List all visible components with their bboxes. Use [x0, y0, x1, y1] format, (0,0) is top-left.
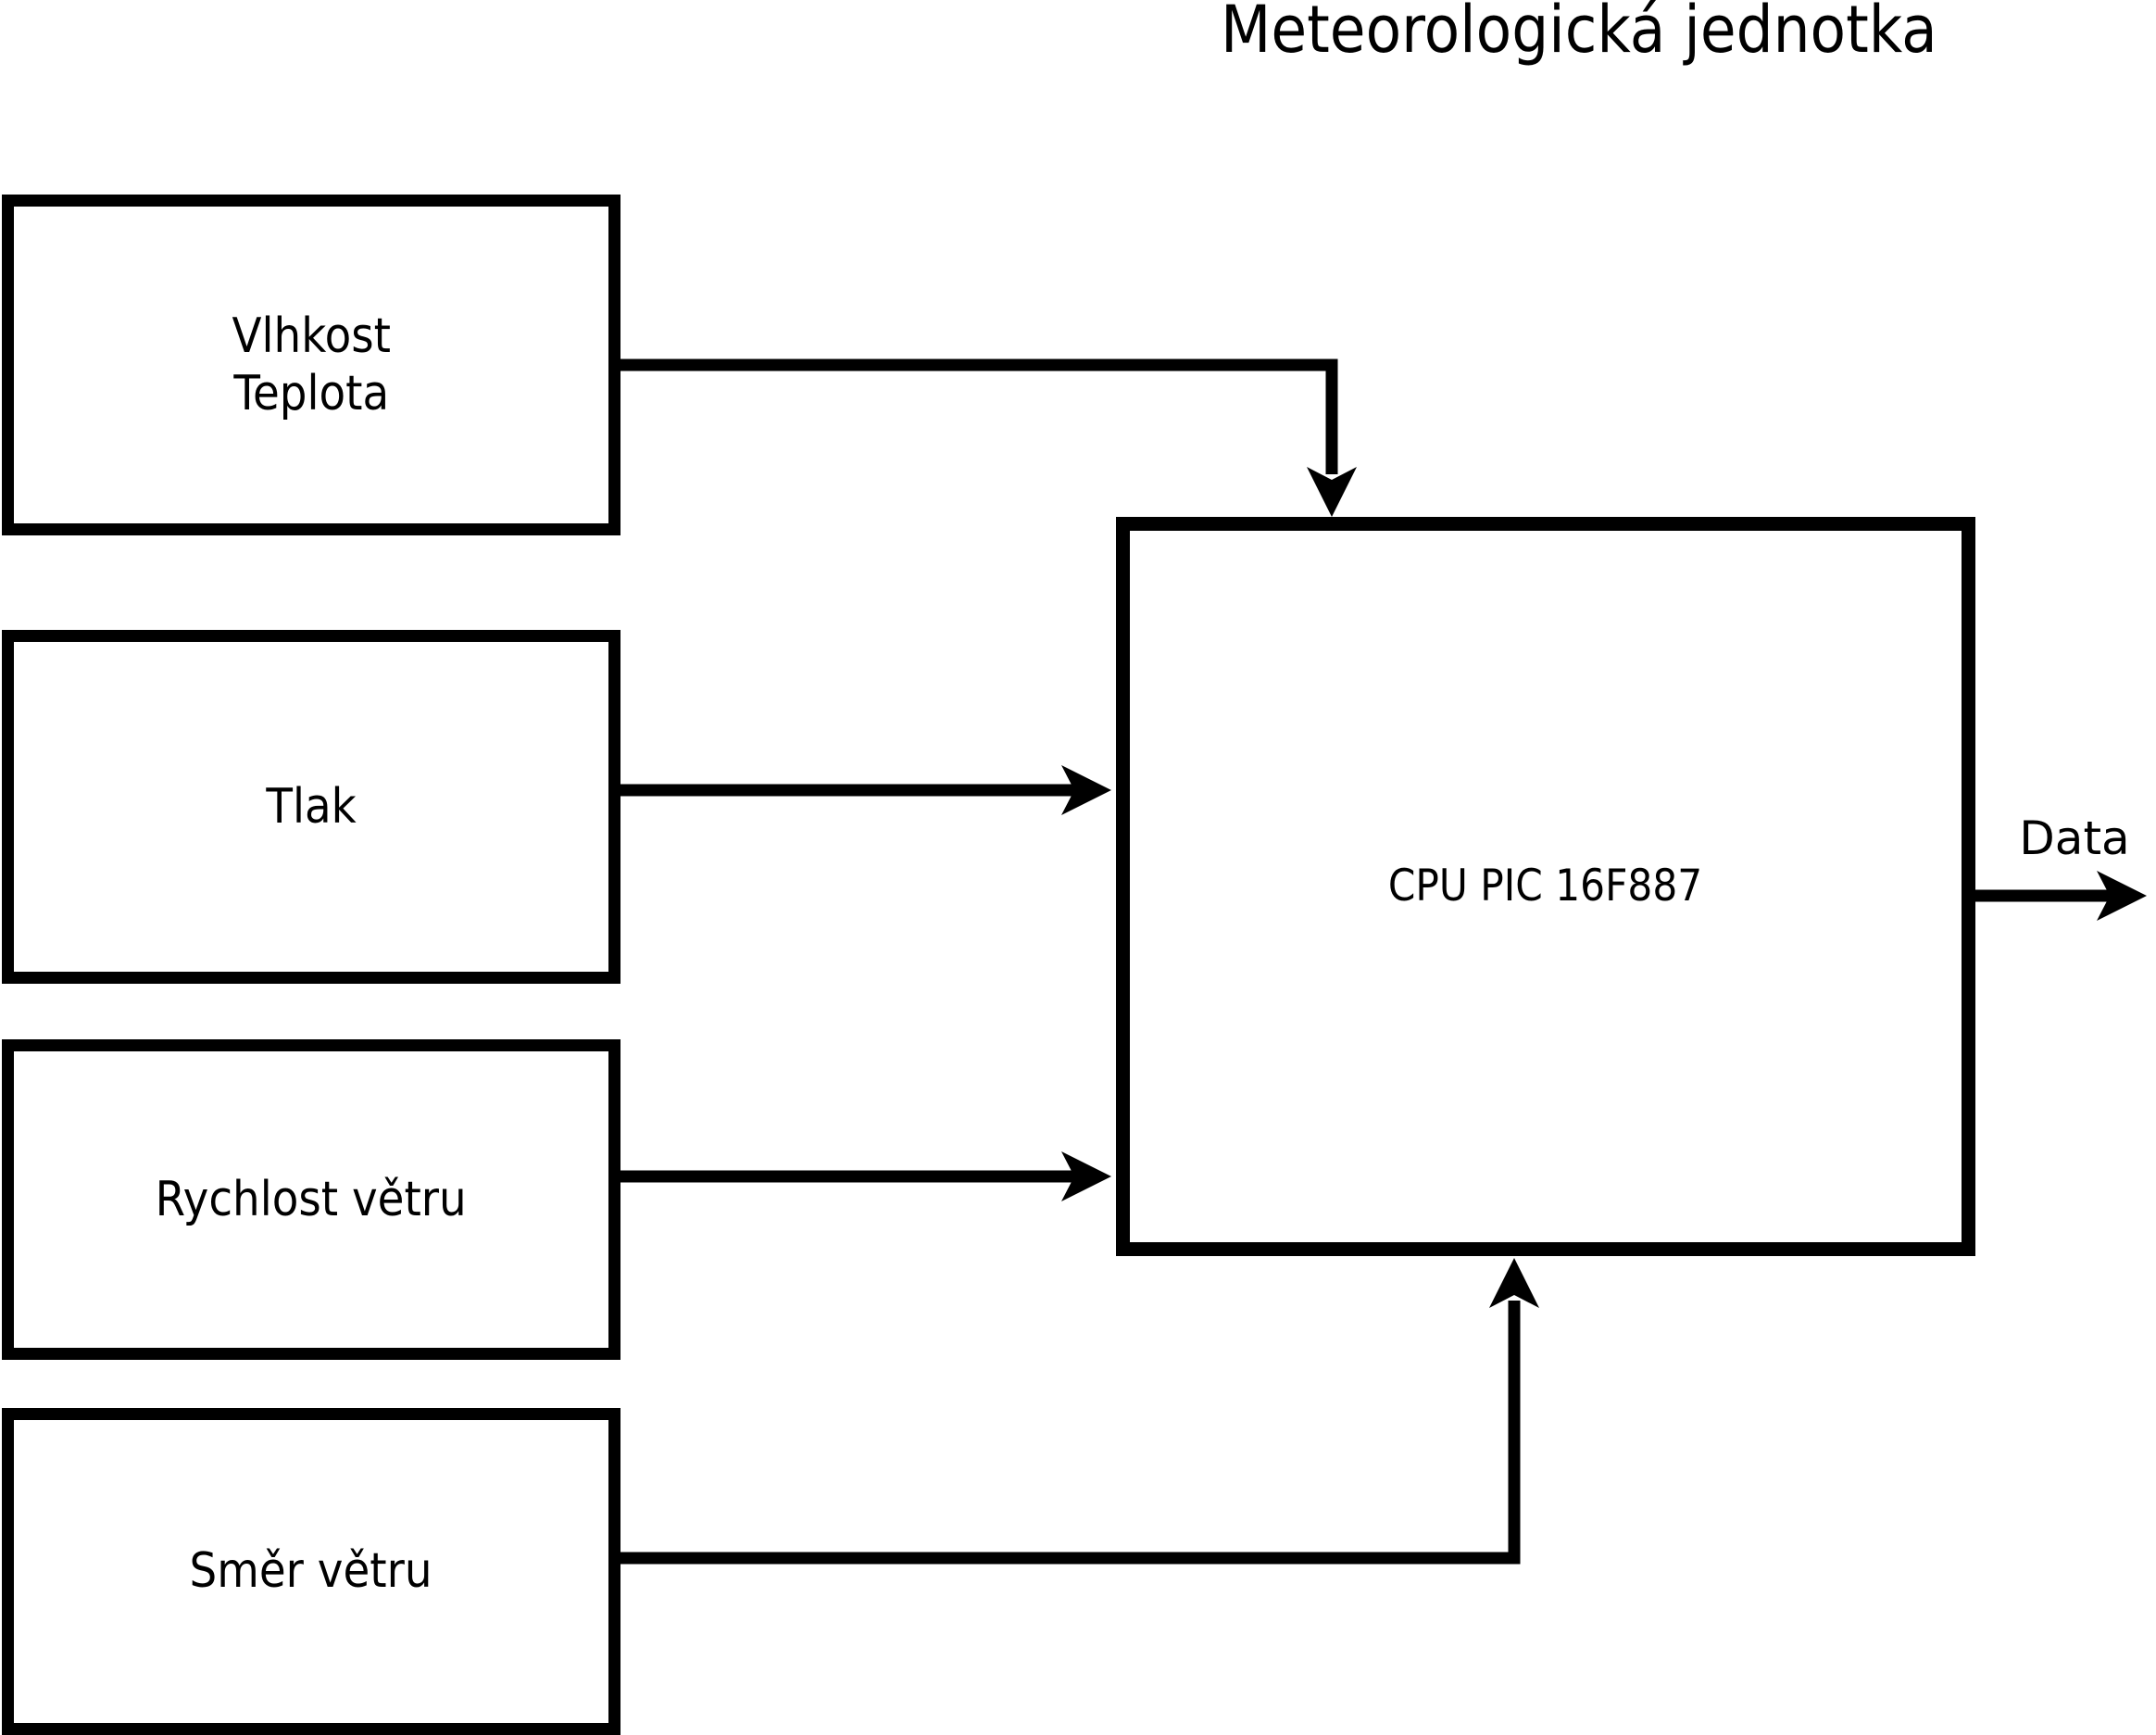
arrowhead-right-icon — [2097, 871, 2147, 921]
sensor-label-line: Teplota — [233, 366, 389, 421]
sensor-box-rychlost-vetru: Rychlost větru — [2, 1039, 620, 1360]
arrow-cpu-to-data — [1975, 871, 2147, 921]
sensor-label-line: Směr větru — [190, 1543, 432, 1600]
arrow-vlhkost-teplota-to-cpu — [620, 358, 1357, 517]
arrowhead-right-icon — [1061, 765, 1111, 815]
cpu-label: CPU PIC 16F887 — [1388, 860, 1703, 912]
diagram-title-text: Meteorologická jednotka — [1221, 0, 1937, 68]
sensor-label-line: Vlhkost — [232, 308, 391, 364]
cpu-box: CPU PIC 16F887 — [1116, 517, 1975, 1256]
sensor-box-vlhkost-teplota: Vlhkost Teplota — [2, 195, 620, 535]
sensor-label-smer-vetru: Směr větru — [190, 1542, 432, 1600]
diagram-title: Meteorologická jednotka — [1116, 0, 2042, 68]
arrow-smer-vetru-to-cpu — [620, 1258, 1539, 1565]
arrow-rychlost-vetru-to-cpu — [620, 1151, 1111, 1201]
sensor-label-rychlost-vetru: Rychlost větru — [156, 1171, 467, 1228]
sensor-label-tlak: Tlak — [266, 778, 356, 836]
sensor-label-vlhkost-teplota: Vlhkost Teplota — [232, 308, 390, 423]
arrow-tlak-to-cpu — [620, 765, 1111, 815]
arrowhead-up-icon — [1489, 1258, 1539, 1308]
arrowhead-right-icon — [1061, 1151, 1111, 1201]
sensor-box-smer-vetru: Směr větru — [2, 1408, 620, 1735]
arrowhead-down-icon — [1307, 467, 1357, 517]
sensor-box-tlak: Tlak — [2, 630, 620, 984]
sensor-label-line: Rychlost větru — [155, 1171, 468, 1227]
data-output-label: Data — [2019, 811, 2130, 865]
sensor-label-line: Tlak — [266, 778, 357, 835]
